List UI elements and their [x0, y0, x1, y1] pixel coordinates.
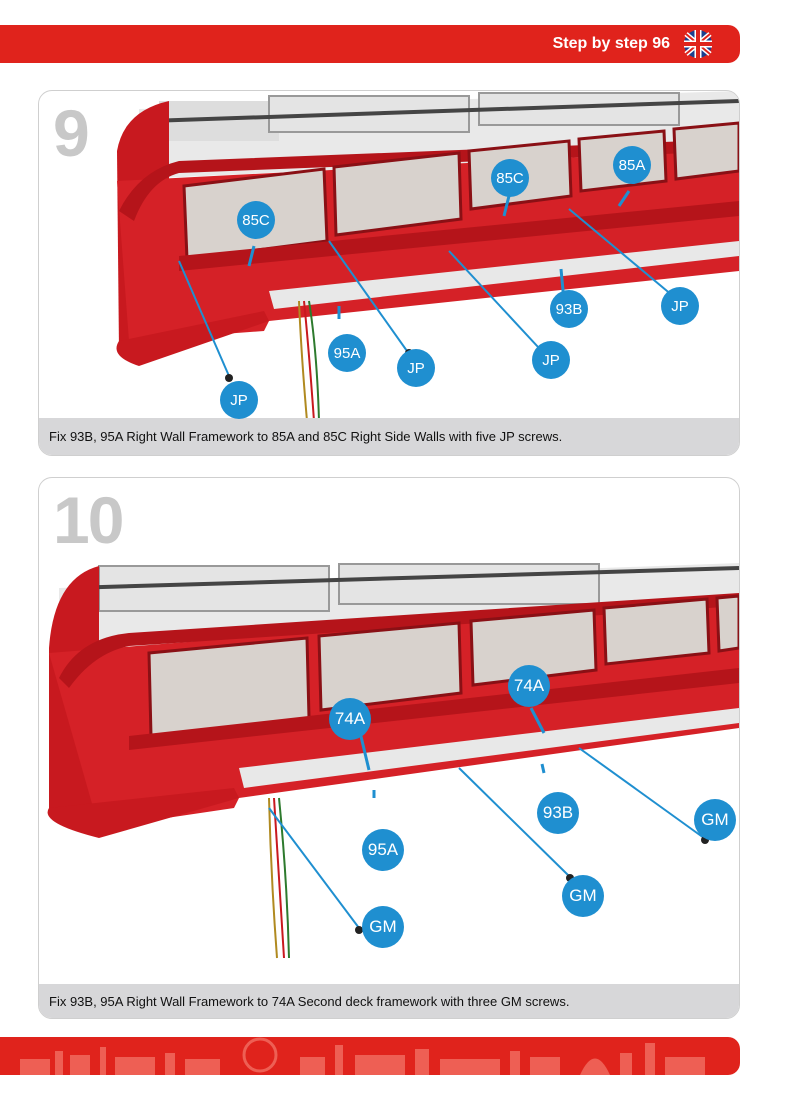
step-caption: Fix 93B, 95A Right Wall Framework to 85A… [39, 418, 739, 455]
callout-85a: 85A [613, 146, 651, 184]
callout-jp-3: JP [532, 341, 570, 379]
callout-93b: 93B [550, 290, 588, 328]
callout-95a: 95A [328, 334, 366, 372]
callout-gm-2: GM [562, 875, 604, 917]
callout-74a-left: 74A [329, 698, 371, 740]
step-number: 9 [53, 96, 90, 170]
callout-85c-right: 85C [491, 159, 529, 197]
london-skyline-icon [20, 1037, 705, 1075]
callout-74a-right: 74A [508, 665, 550, 707]
callout-85c-left: 85C [237, 201, 275, 239]
step-caption: Fix 93B, 95A Right Wall Framework to 74A… [39, 984, 739, 1018]
step-number: 10 [53, 483, 124, 557]
page-title: Step by step 96 [552, 35, 670, 52]
bus-illustration-step-10 [47, 563, 739, 959]
callout-jp-1: JP [220, 381, 258, 419]
callout-95a: 95A [362, 829, 404, 871]
footer-bar [0, 1037, 740, 1075]
step-10-panel: 10 [38, 477, 740, 1019]
callout-jp-2: JP [397, 349, 435, 387]
callout-93b: 93B [537, 792, 579, 834]
callout-gm-3: GM [362, 906, 404, 948]
uk-flag-icon [684, 30, 712, 58]
callout-jp-4: JP [661, 287, 699, 325]
callout-gm-1: GM [694, 799, 736, 841]
header-bar: Step by step 96 [0, 25, 740, 63]
step-9-panel: 9 [38, 90, 740, 456]
bus-illustration-step-9 [116, 91, 739, 421]
